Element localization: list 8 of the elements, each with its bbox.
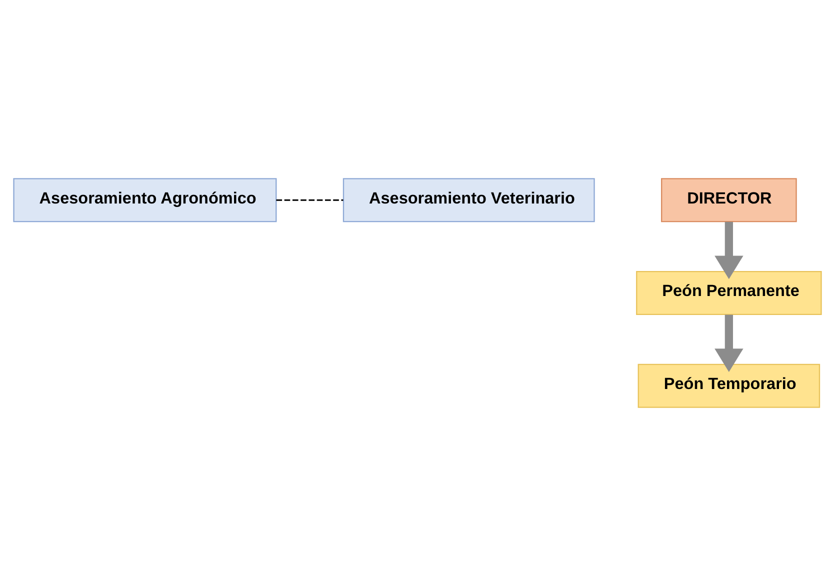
node-box: Asesoramiento Veterinario: [342, 178, 595, 222]
node-box: DIRECTOR: [661, 178, 797, 222]
node-box: Peón Permanente: [636, 270, 822, 316]
connector: [276, 199, 344, 201]
node-box: Peón Temporario: [638, 364, 820, 408]
node-box: Asesoramiento Agronómico: [13, 178, 277, 222]
arrow: [714, 222, 744, 280]
arrow: [714, 314, 744, 372]
